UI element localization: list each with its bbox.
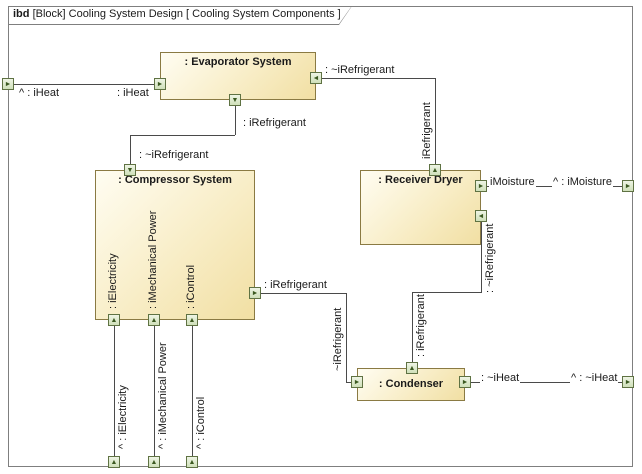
port-compressor-refrigerant-in[interactable]: ▼ bbox=[124, 164, 136, 176]
arrow-left-icon: ◄ bbox=[477, 212, 485, 220]
port-receiver-refrigerant-in[interactable]: ▲ bbox=[429, 164, 441, 176]
label-recv-refrigerant-in: iRefrigerant bbox=[421, 101, 433, 160]
label-frame-imoisture: ^ : iMoisture bbox=[552, 176, 613, 188]
diagram-kind-label: ibd bbox=[13, 8, 30, 20]
connector-icontrol[interactable] bbox=[192, 326, 193, 456]
label-evap-refrigerant-out: : ~iRefrigerant bbox=[325, 64, 395, 76]
block-name: : Compressor System bbox=[118, 174, 232, 186]
label-frame-ielectricity: ^ : iElectricity bbox=[117, 384, 129, 450]
port-frame-icontrol[interactable]: ▲ bbox=[186, 456, 198, 468]
arrow-up-icon: ▲ bbox=[150, 458, 158, 466]
block-name: : Receiver Dryer bbox=[378, 174, 463, 186]
arrow-right-icon: ► bbox=[624, 182, 632, 190]
arrow-up-icon: ▲ bbox=[188, 316, 196, 324]
arrow-right-icon: ► bbox=[461, 378, 469, 386]
port-frame-iheat[interactable]: ► bbox=[2, 78, 14, 90]
connector-comp-cond-v[interactable] bbox=[346, 293, 347, 383]
arrow-right-icon: ► bbox=[156, 80, 164, 88]
label-frame-icontrol: ^ : iControl bbox=[195, 395, 207, 450]
block-compressor-system[interactable]: : Compressor System bbox=[95, 170, 255, 320]
label-frame-iheat: ^ : iHeat bbox=[19, 87, 60, 99]
connector-comp-cond-h2[interactable] bbox=[346, 382, 351, 383]
port-frame-imoisture[interactable]: ► bbox=[622, 180, 634, 192]
block-evaporator-system[interactable]: : Evaporator System bbox=[160, 52, 316, 100]
label-frame-iheat-out: ^ : ~iHeat bbox=[570, 372, 619, 384]
port-receiver-refrigerant-lower[interactable]: ◄ bbox=[475, 210, 487, 222]
port-condenser-refrigerant-left[interactable]: ► bbox=[351, 376, 363, 388]
connector-iheat-out[interactable] bbox=[471, 382, 622, 383]
label-frame-imechanicalpower: ^ : iMechanical Power bbox=[157, 341, 169, 450]
port-evaporator-refrigerant-out[interactable]: ◄ bbox=[310, 72, 322, 84]
port-frame-iheat-out[interactable]: ► bbox=[622, 376, 634, 388]
connector-comp-cond-h1[interactable] bbox=[261, 293, 346, 294]
block-name: : Condenser bbox=[378, 378, 444, 390]
label-comp-refrigerant-in: : ~iRefrigerant bbox=[139, 149, 209, 161]
label-cond-iheat: : ~iHeat bbox=[480, 372, 521, 384]
label-comp-refrigerant-out: : iRefrigerant bbox=[264, 279, 327, 291]
port-compressor-refrigerant-out[interactable]: ► bbox=[249, 287, 261, 299]
arrow-up-icon: ▲ bbox=[150, 316, 158, 324]
label-evap-refrigerant-bottom: : iRefrigerant bbox=[243, 117, 306, 129]
port-evaporator-refrigerant-bottom[interactable]: ▼ bbox=[229, 94, 241, 106]
arrow-left-icon: ◄ bbox=[312, 74, 320, 82]
block-name: : Evaporator System bbox=[184, 56, 292, 68]
connector-evap-comp-v2[interactable] bbox=[130, 135, 131, 164]
port-frame-ielectricity[interactable]: ▲ bbox=[108, 456, 120, 468]
arrow-down-icon: ▼ bbox=[126, 166, 134, 174]
diagram-title-tab-fill bbox=[9, 7, 351, 24]
diagram-title-text: [Block] Cooling System Design [ Cooling … bbox=[32, 8, 341, 20]
port-receiver-imoisture[interactable]: ► bbox=[475, 180, 487, 192]
connector-evap-comp-v1[interactable] bbox=[235, 106, 236, 135]
diagram-title: ibd [Block] Cooling System Design [ Cool… bbox=[13, 8, 341, 20]
arrow-up-icon: ▲ bbox=[431, 166, 439, 174]
port-evaporator-iheat[interactable]: ► bbox=[154, 78, 166, 90]
label-comp-icontrol: : iControl bbox=[185, 264, 197, 309]
port-compressor-imechanicalpower[interactable]: ▲ bbox=[148, 314, 160, 326]
connector-evap-comp-h[interactable] bbox=[130, 135, 235, 136]
connector-evap-receiver-h[interactable] bbox=[322, 78, 435, 79]
port-compressor-ielectricity[interactable]: ▲ bbox=[108, 314, 120, 326]
arrow-up-icon: ▲ bbox=[110, 316, 118, 324]
diagram-title-tab: ibd [Block] Cooling System Design [ Cool… bbox=[8, 6, 352, 25]
connector-recv-cond-v2[interactable] bbox=[412, 292, 413, 362]
connector-evap-receiver-v[interactable] bbox=[435, 78, 436, 164]
label-recv-imoisture: iMoisture bbox=[489, 176, 536, 188]
label-cond-refrigerant-left: ~iRefrigerant bbox=[332, 306, 344, 372]
port-condenser-iheat[interactable]: ► bbox=[459, 376, 471, 388]
arrow-right-icon: ► bbox=[4, 80, 12, 88]
connector-recv-cond-v1[interactable] bbox=[481, 222, 482, 292]
port-condenser-refrigerant-top[interactable]: ▲ bbox=[406, 362, 418, 374]
arrow-right-icon: ► bbox=[353, 378, 361, 386]
label-recv-refrigerant-down: : ~iRefrigerant bbox=[484, 222, 496, 294]
connector-iheat[interactable] bbox=[14, 84, 154, 85]
arrow-up-icon: ▲ bbox=[188, 458, 196, 466]
arrow-right-icon: ► bbox=[251, 289, 259, 297]
label-comp-ielectricity: : iElectricity bbox=[107, 253, 119, 309]
arrow-up-icon: ▲ bbox=[408, 364, 416, 372]
block-receiver-dryer[interactable]: : Receiver Dryer bbox=[360, 170, 481, 245]
connector-recv-cond-h[interactable] bbox=[412, 292, 482, 293]
connector-ielectricity[interactable] bbox=[114, 326, 115, 456]
arrow-down-icon: ▼ bbox=[231, 96, 239, 104]
port-compressor-icontrol[interactable]: ▲ bbox=[186, 314, 198, 326]
arrow-right-icon: ► bbox=[624, 378, 632, 386]
label-cond-refrigerant-top: : iRefrigerant bbox=[415, 293, 427, 358]
arrow-right-icon: ► bbox=[477, 182, 485, 190]
arrow-up-icon: ▲ bbox=[110, 458, 118, 466]
connector-imechanicalpower[interactable] bbox=[154, 326, 155, 456]
port-frame-imechanicalpower[interactable]: ▲ bbox=[148, 456, 160, 468]
label-comp-imechanicalpower: : iMechanical Power bbox=[147, 210, 159, 309]
label-evap-iheat: : iHeat bbox=[117, 87, 149, 99]
